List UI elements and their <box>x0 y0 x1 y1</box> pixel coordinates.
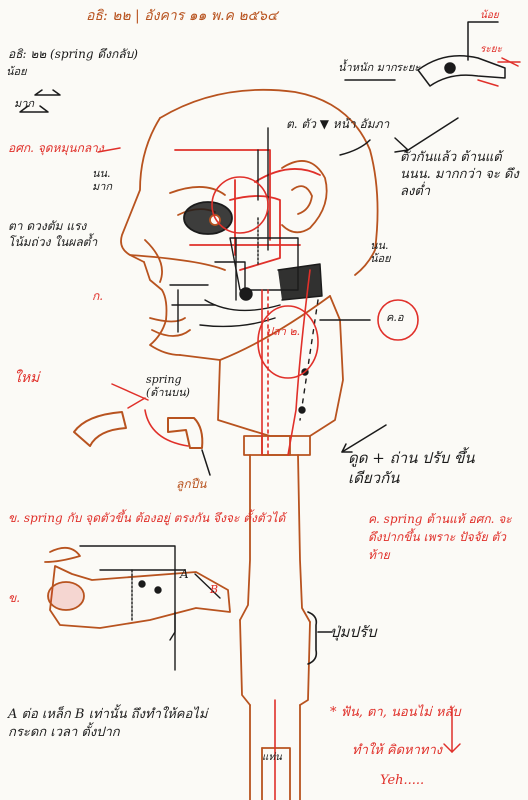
corner-distance-note: ระยะ <box>480 44 502 56</box>
lower-mechanism <box>45 548 230 628</box>
footer-right-note-2: ทำให้ คิดหาทาง <box>352 744 442 759</box>
corner-less-note: น้อย <box>480 10 499 22</box>
spring-lower-note: spring (ด้านบน) <box>146 374 206 399</box>
less-label: น้อย <box>6 66 27 79</box>
head-weight-note: ต. ตัว ▼ หน้า อัมภา <box>286 118 389 132</box>
lower-jaw-label: ข. <box>8 592 20 606</box>
spine-line <box>262 270 310 800</box>
jaw-label: ก. <box>92 290 103 304</box>
weight-more-note: นน. มาก <box>92 168 132 193</box>
neck-less-note: นน. น้อย <box>370 240 410 265</box>
distance-note: ระยะ <box>396 62 420 75</box>
chin-point-note: อศก. จุดหมุนกลาง <box>8 142 104 156</box>
clamp-shape <box>74 412 202 448</box>
footer-left-note: A ต่อ เหล็ก B เท่านั้น ถึงทำให้คอไม่กระด… <box>8 706 218 742</box>
new-label: ใหม่ <box>14 370 39 386</box>
top-right-diagram <box>418 22 520 86</box>
spring-note: อธิ: ๒๒ (spring ดึงกลับ) <box>8 48 138 62</box>
balance-note: ดูด + ถ่าน ปรับ ขึ้นเดียวกัน <box>348 448 518 489</box>
neck-structure <box>218 296 343 800</box>
footer-right-note: * ฟัน, ตา, นอนไม่ หลับ <box>330 706 461 721</box>
center-label: ปลา ๒. <box>266 326 306 339</box>
adjust-knob-label: ปุ่มปรับ <box>330 624 377 641</box>
header-note: อธิ: ๒๒ | อังคาร ๑๑ พ.ค ๒๕๖๔ <box>86 8 278 24</box>
bottom-right-note: ค. spring ต้านแท้ อศก. จะดึงปากขึ้น เพรา… <box>368 510 522 564</box>
weight-note: น้ำหนัก มาก <box>338 62 397 75</box>
right-balance-note: ตัวกันแล้ว ต้านแต้นนน. มากกว่า จะ ดึงลงต… <box>400 150 520 201</box>
clamp-label: ลูกปืน <box>176 478 206 492</box>
label-b: B <box>210 584 218 597</box>
base-label: แท่น <box>262 752 282 764</box>
bottom-spring-note: ข. spring กับ จุดตัวขึ้น ต้องอยู่ ตรงกัน… <box>8 510 348 527</box>
adjust-bracket <box>308 612 332 664</box>
neck-circle-label: ค.อ <box>386 312 403 325</box>
gravity-note: ตา ดวงตัม แรงโน้มถ่วง ในผลต้ำ <box>8 218 104 250</box>
label-a: A <box>180 568 189 582</box>
neck-pivot <box>299 300 318 420</box>
more-label: มาก <box>14 98 34 111</box>
footer-yeh: Yeh..... <box>380 774 424 789</box>
